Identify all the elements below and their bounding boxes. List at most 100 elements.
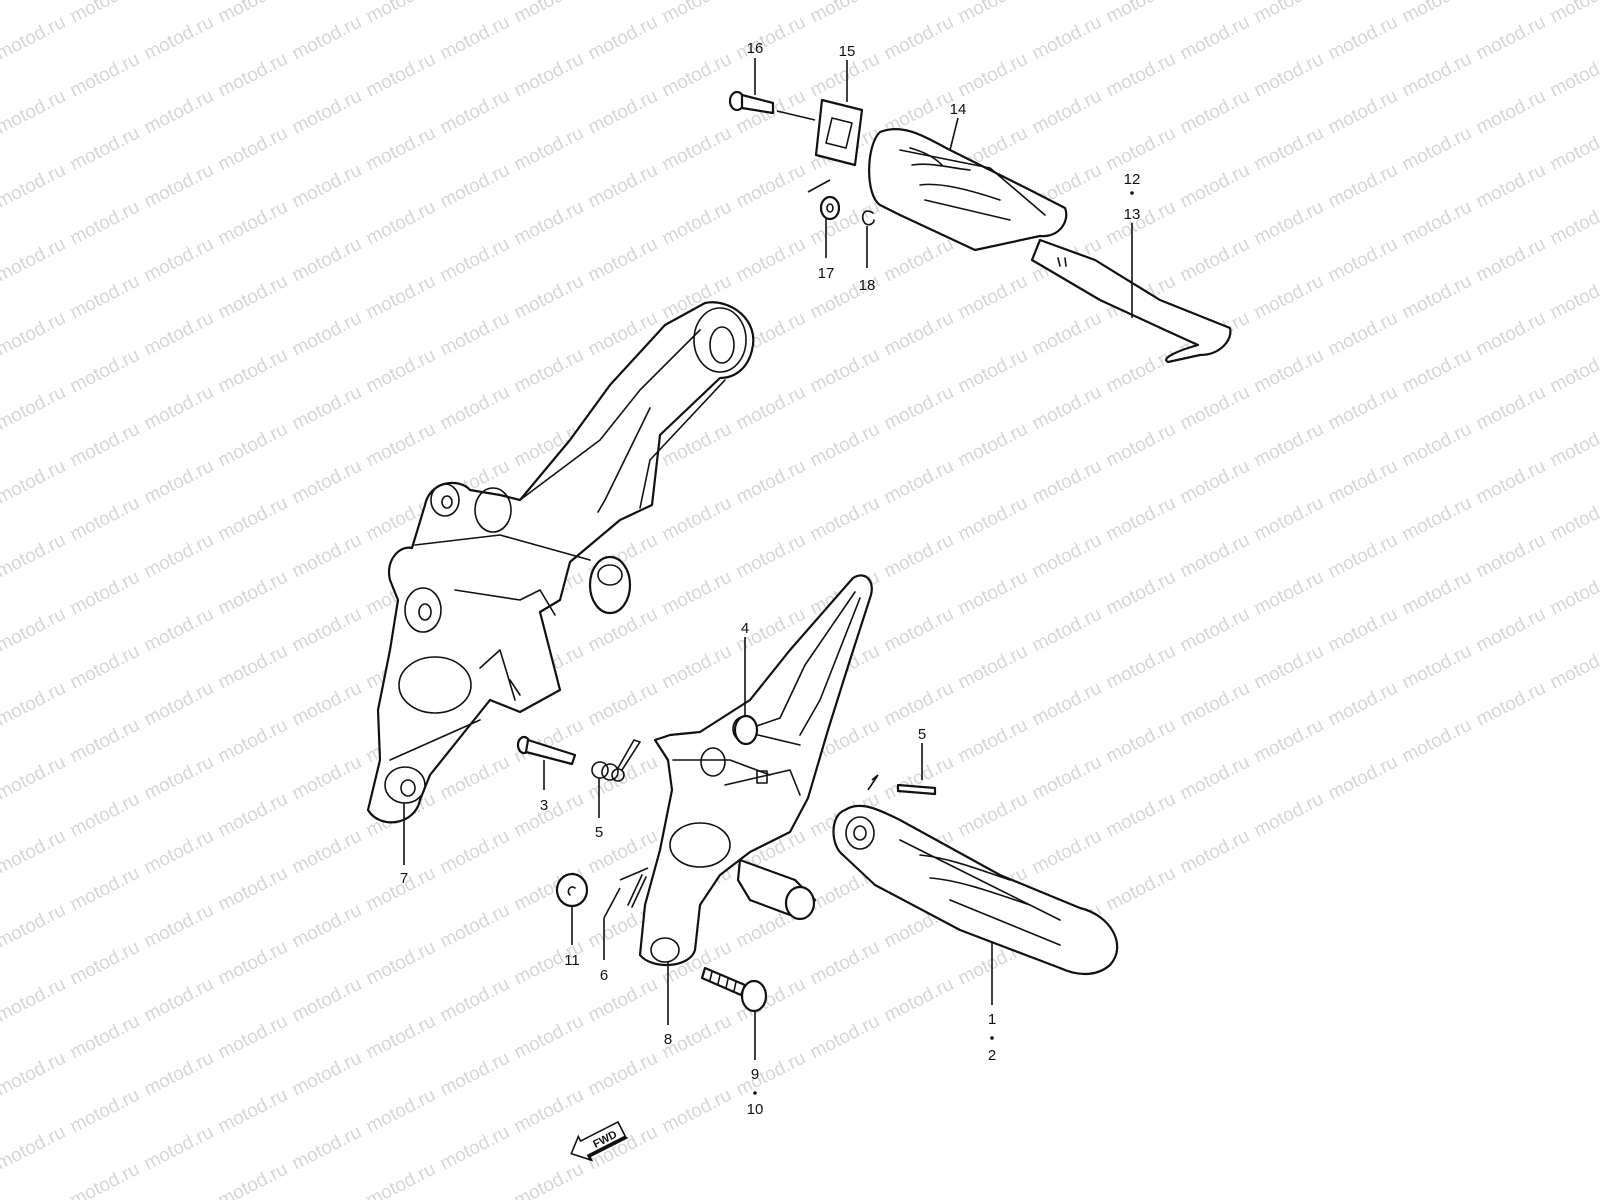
watermark-text: motod.ru [67,49,143,102]
watermark-text: motod.ru [289,1196,365,1200]
watermark-text: motod.ru [881,308,957,361]
watermark-text: motod.ru [437,1196,513,1200]
watermark-text: motod.ru [1399,567,1475,620]
watermark-text: motod.ru [1547,0,1600,27]
watermark-text: motod.ru [141,900,217,953]
watermark-text: motod.ru [585,234,661,287]
watermark-text: motod.ru [0,974,69,1027]
watermark-text: motod.ru [289,234,365,287]
watermark-text: motod.ru [0,308,69,361]
watermark-text: motod.ru [67,419,143,472]
callout-15: 15 [839,43,856,60]
watermark-text: motod.ru [1103,49,1179,102]
watermark-text: motod.ru [1251,789,1327,842]
watermark-text: motod.ru [215,123,291,176]
watermark-text: motod.ru [67,345,143,398]
watermark-text: motod.ru [215,197,291,250]
watermark-text: motod.ru [215,1159,291,1200]
watermark-text: motod.ru [733,530,809,583]
watermark-text: motod.ru [1325,752,1401,805]
watermark-text: motod.ru [1399,123,1475,176]
watermark-text: motod.ru [363,197,439,250]
front-footrest-bracket [638,574,873,967]
watermark-text: motod.ru [363,49,439,102]
watermark-text: motod.ru [807,0,883,27]
watermark-text: motod.ru [955,49,1031,102]
watermark-text: motod.ru [881,974,957,1027]
watermark-text: motod.ru [141,530,217,583]
callout-13: 13 [1124,206,1141,223]
watermark-text: motod.ru [1473,234,1549,287]
watermark-text: motod.ru [363,123,439,176]
watermark-text: motod.ru [1547,271,1600,324]
watermark-text: motod.ru [1473,160,1549,213]
watermark-text: motod.ru [1325,308,1401,361]
watermark-text: motod.ru [289,160,365,213]
callout-10: 10 [747,1101,764,1118]
watermark-text: motod.ru [363,1159,439,1200]
nut-11 [555,872,589,908]
watermark-text: motod.ru [1399,345,1475,398]
watermark-text: motod.ru [0,382,69,435]
watermark-text: motod.ru [363,271,439,324]
watermark-text: motod.ru [1325,530,1401,583]
watermark-text: motod.ru [67,789,143,842]
watermark-text: motod.ru [1473,456,1549,509]
watermark-text: motod.ru [1103,123,1179,176]
watermark-text: motod.ru [659,0,735,27]
watermark-text: motod.ru [1177,456,1253,509]
watermark-text: motod.ru [67,123,143,176]
watermark-text: motod.ru [289,752,365,805]
watermark-text: motod.ru [1325,12,1401,65]
watermark-text: motod.ru [1029,12,1105,65]
watermark-text: motod.ru [1177,678,1253,731]
watermark-text: motod.ru [1547,197,1600,250]
watermark-text: motod.ru [289,1122,365,1175]
watermark-text: motod.ru [289,382,365,435]
callout-7: 7 [400,870,408,887]
pillion-footpeg [868,127,1068,252]
spring-5-left [591,739,641,782]
watermark-text: motod.ru [1251,493,1327,546]
watermark-text: motod.ru [1399,197,1475,250]
watermark-text: motod.ru [437,900,513,953]
watermark-text: motod.ru [1473,12,1549,65]
watermark-text: motod.ru [141,826,217,879]
watermark-text: motod.ru [955,567,1031,620]
watermark-text: motod.ru [141,456,217,509]
watermark-text: motod.ru [215,1011,291,1064]
watermark-text: motod.ru [1325,86,1401,139]
watermark-text: motod.ru [955,715,1031,768]
watermark-text: motod.ru [733,1048,809,1101]
watermark-text: motod.ru [1029,530,1105,583]
watermark-text: motod.ru [733,382,809,435]
watermark-text: motod.ru [1251,0,1327,27]
watermark-text: motod.ru [1473,382,1549,435]
watermark-text: motod.ru [141,86,217,139]
callout-12: 12 [1124,171,1141,188]
watermark-text: motod.ru [141,308,217,361]
watermark-text: motod.ru [659,197,735,250]
watermark-text: motod.ru [1325,456,1401,509]
watermark-text: motod.ru [585,678,661,731]
watermark-text: motod.ru [1547,493,1600,546]
watermark-text: motod.ru [659,49,735,102]
watermark-text: motod.ru [1473,678,1549,731]
watermark-text: motod.ru [733,234,809,287]
watermark-text: motod.ru [807,493,883,546]
watermark-text: motod.ru [67,1011,143,1064]
watermark-text: motod.ru [67,715,143,768]
watermark-text: motod.ru [807,345,883,398]
watermark-text: motod.ru [1547,419,1600,472]
watermark-text: motod.ru [0,752,69,805]
watermark-text: motod.ru [0,12,69,65]
watermark-text: motod.ru [1029,382,1105,435]
watermark-text: motod.ru [67,197,143,250]
watermark-text: motod.ru [215,937,291,990]
callout-16: 16 [747,40,764,57]
watermark-text: motod.ru [1399,493,1475,546]
watermark-text: motod.ru [1547,567,1600,620]
watermark-text: motod.ru [0,530,69,583]
pin-3 [516,735,577,766]
watermark-text: motod.ru [437,752,513,805]
